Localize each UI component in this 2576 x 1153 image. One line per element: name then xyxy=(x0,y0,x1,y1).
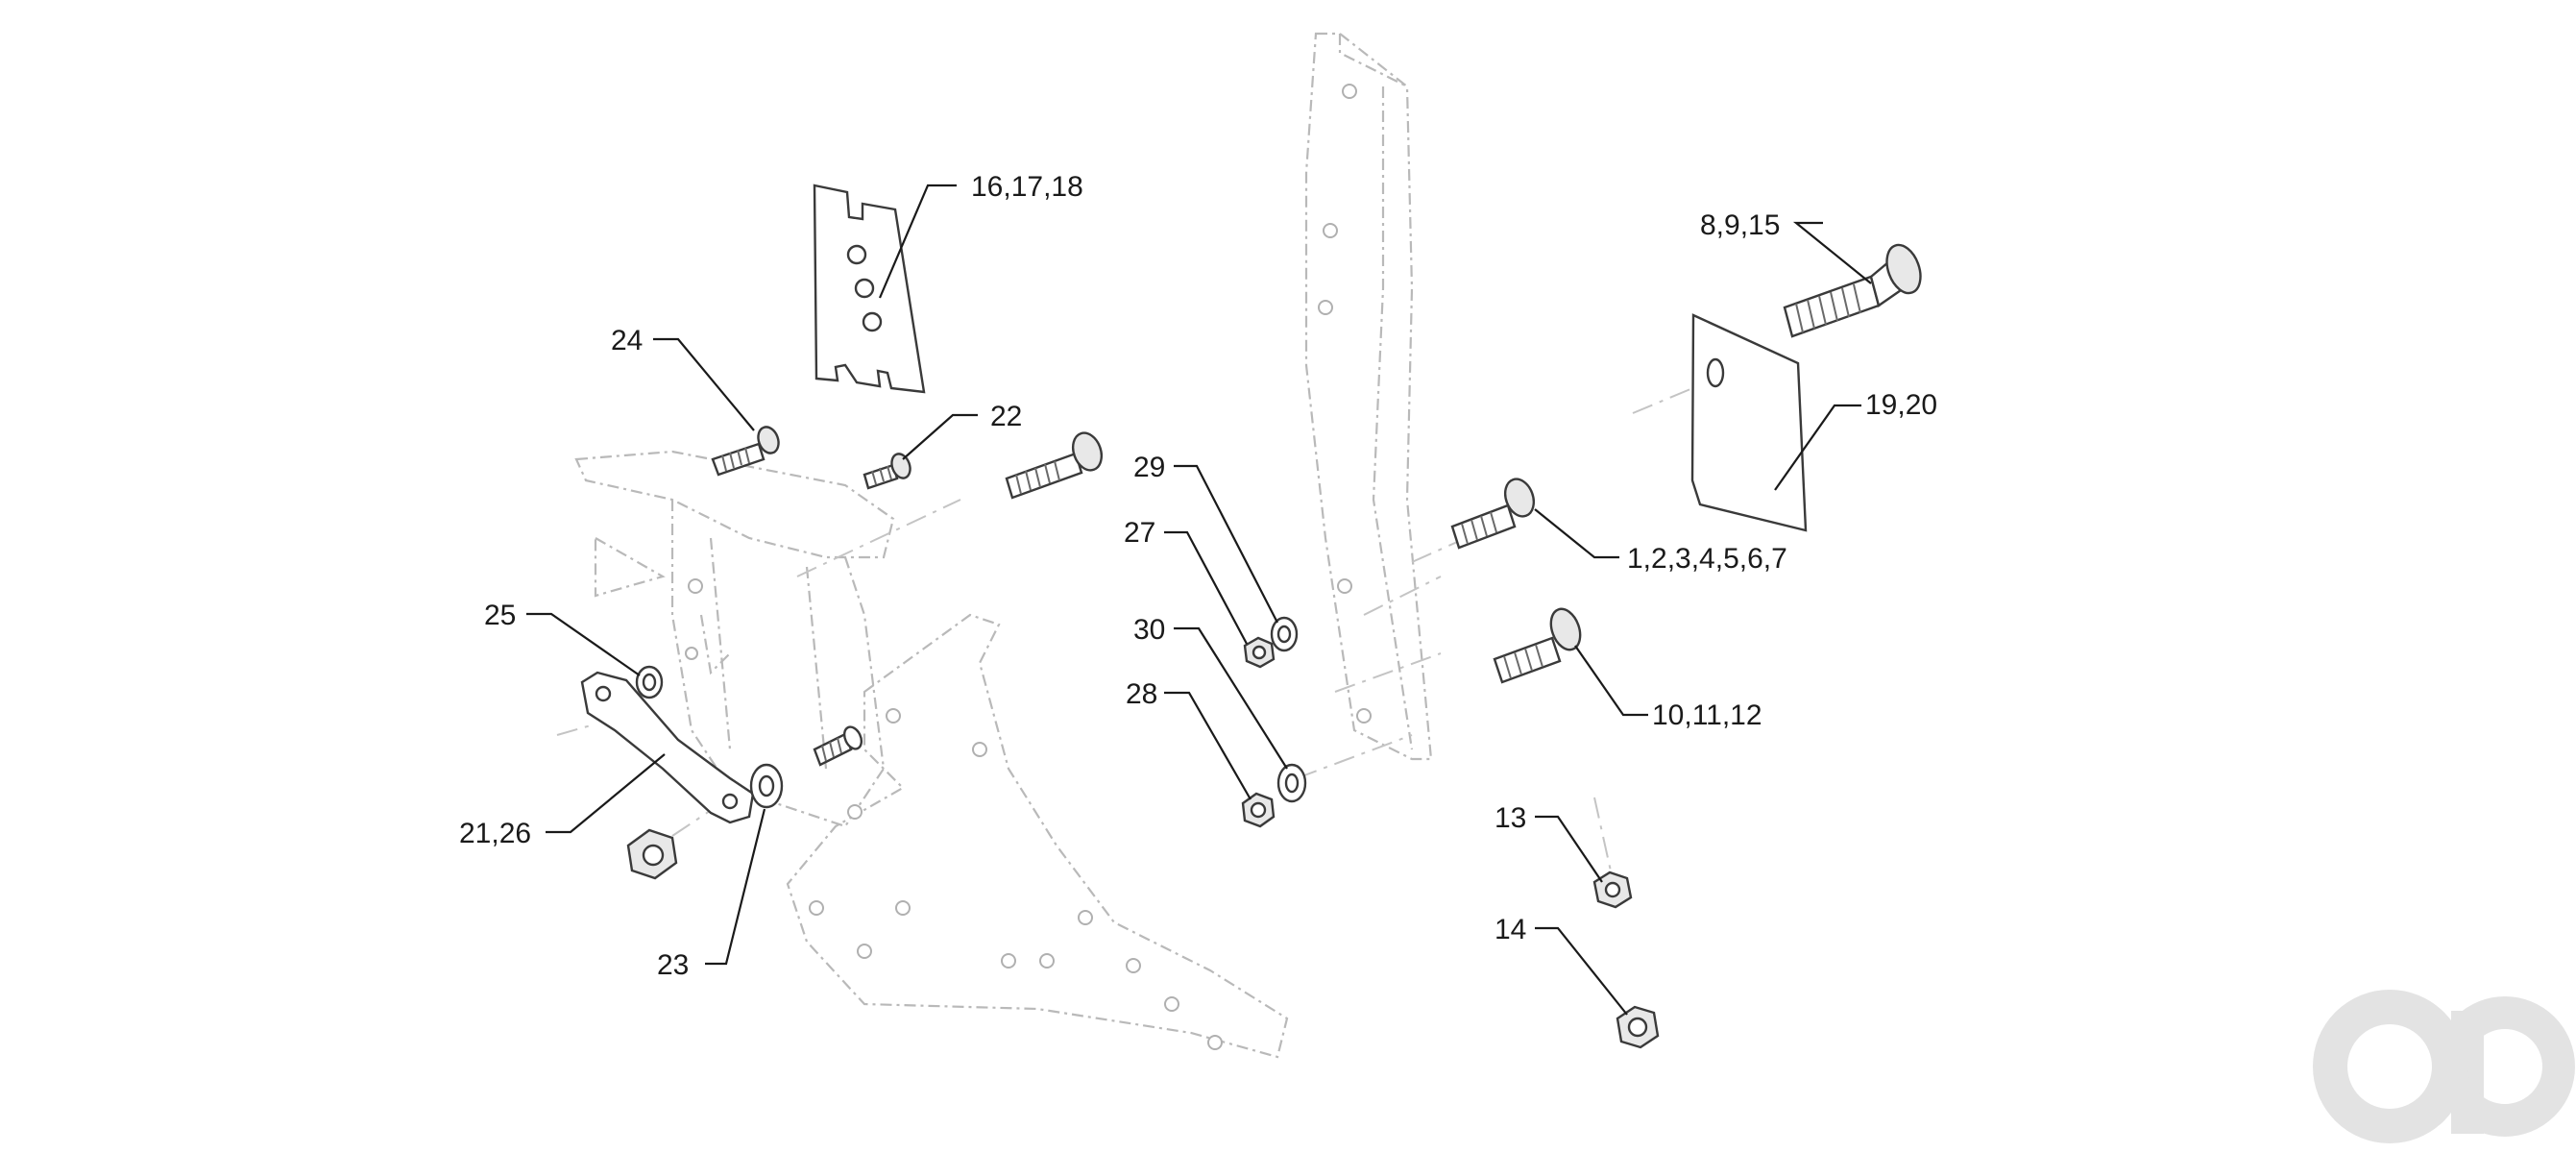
callout-24: 24 xyxy=(611,325,643,356)
callout-14: 14 xyxy=(1495,914,1526,945)
callout-25: 25 xyxy=(484,600,516,631)
frame-stud-part xyxy=(813,725,863,767)
washer-25-part xyxy=(635,665,664,699)
callout-23: 23 xyxy=(657,949,689,981)
shim-plate-part xyxy=(813,184,926,394)
wear-plate-part xyxy=(1690,313,1808,532)
washer-29-part xyxy=(1270,616,1299,652)
callout-8-9-15: 8,9,15 xyxy=(1700,209,1780,241)
nut-13-part xyxy=(1592,871,1633,909)
phantom-shank xyxy=(1304,32,1433,761)
bolt-1-7-part xyxy=(1450,478,1536,550)
assembly-axes xyxy=(556,364,1749,885)
link-bar-part xyxy=(580,671,755,824)
callout-29: 29 xyxy=(1133,452,1165,483)
nut-28-part xyxy=(1241,792,1276,828)
callout-28: 28 xyxy=(1126,678,1157,710)
nut-27-part xyxy=(1243,636,1276,669)
callout-30: 30 xyxy=(1133,614,1165,646)
callout-27: 27 xyxy=(1124,517,1155,549)
phantom-moldboard xyxy=(786,613,1289,1059)
watermark-logo xyxy=(2313,990,2575,1143)
nut-14-part xyxy=(1616,1005,1660,1049)
callout-13: 13 xyxy=(1495,802,1526,834)
phantom-frame-bracket xyxy=(574,450,895,828)
callout-10-11-12: 10,11,12 xyxy=(1652,699,1762,731)
lock-nut-part xyxy=(626,828,678,880)
large-bolt-part xyxy=(1783,243,1922,338)
callout-21-26: 21,26 xyxy=(459,818,531,849)
washer-23-part xyxy=(749,763,784,809)
washer-30-part xyxy=(1276,763,1307,803)
callout-16-17-18: 16,17,18 xyxy=(971,171,1083,203)
bolt-10-12-part xyxy=(1493,607,1582,684)
callout-19-20: 19,20 xyxy=(1865,389,1937,421)
callout-1-7: 1,2,3,4,5,6,7 xyxy=(1627,543,1787,575)
long-bolt-part xyxy=(1005,431,1104,500)
leader-lines xyxy=(526,184,1872,1016)
bolt-24-part xyxy=(711,426,780,477)
callout-22: 22 xyxy=(990,401,1022,432)
callout-labels: 16,17,18 8,9,15 24 22 19,20 29 1,2,3,4,5… xyxy=(459,171,1937,981)
bolt-22-part xyxy=(863,453,911,490)
